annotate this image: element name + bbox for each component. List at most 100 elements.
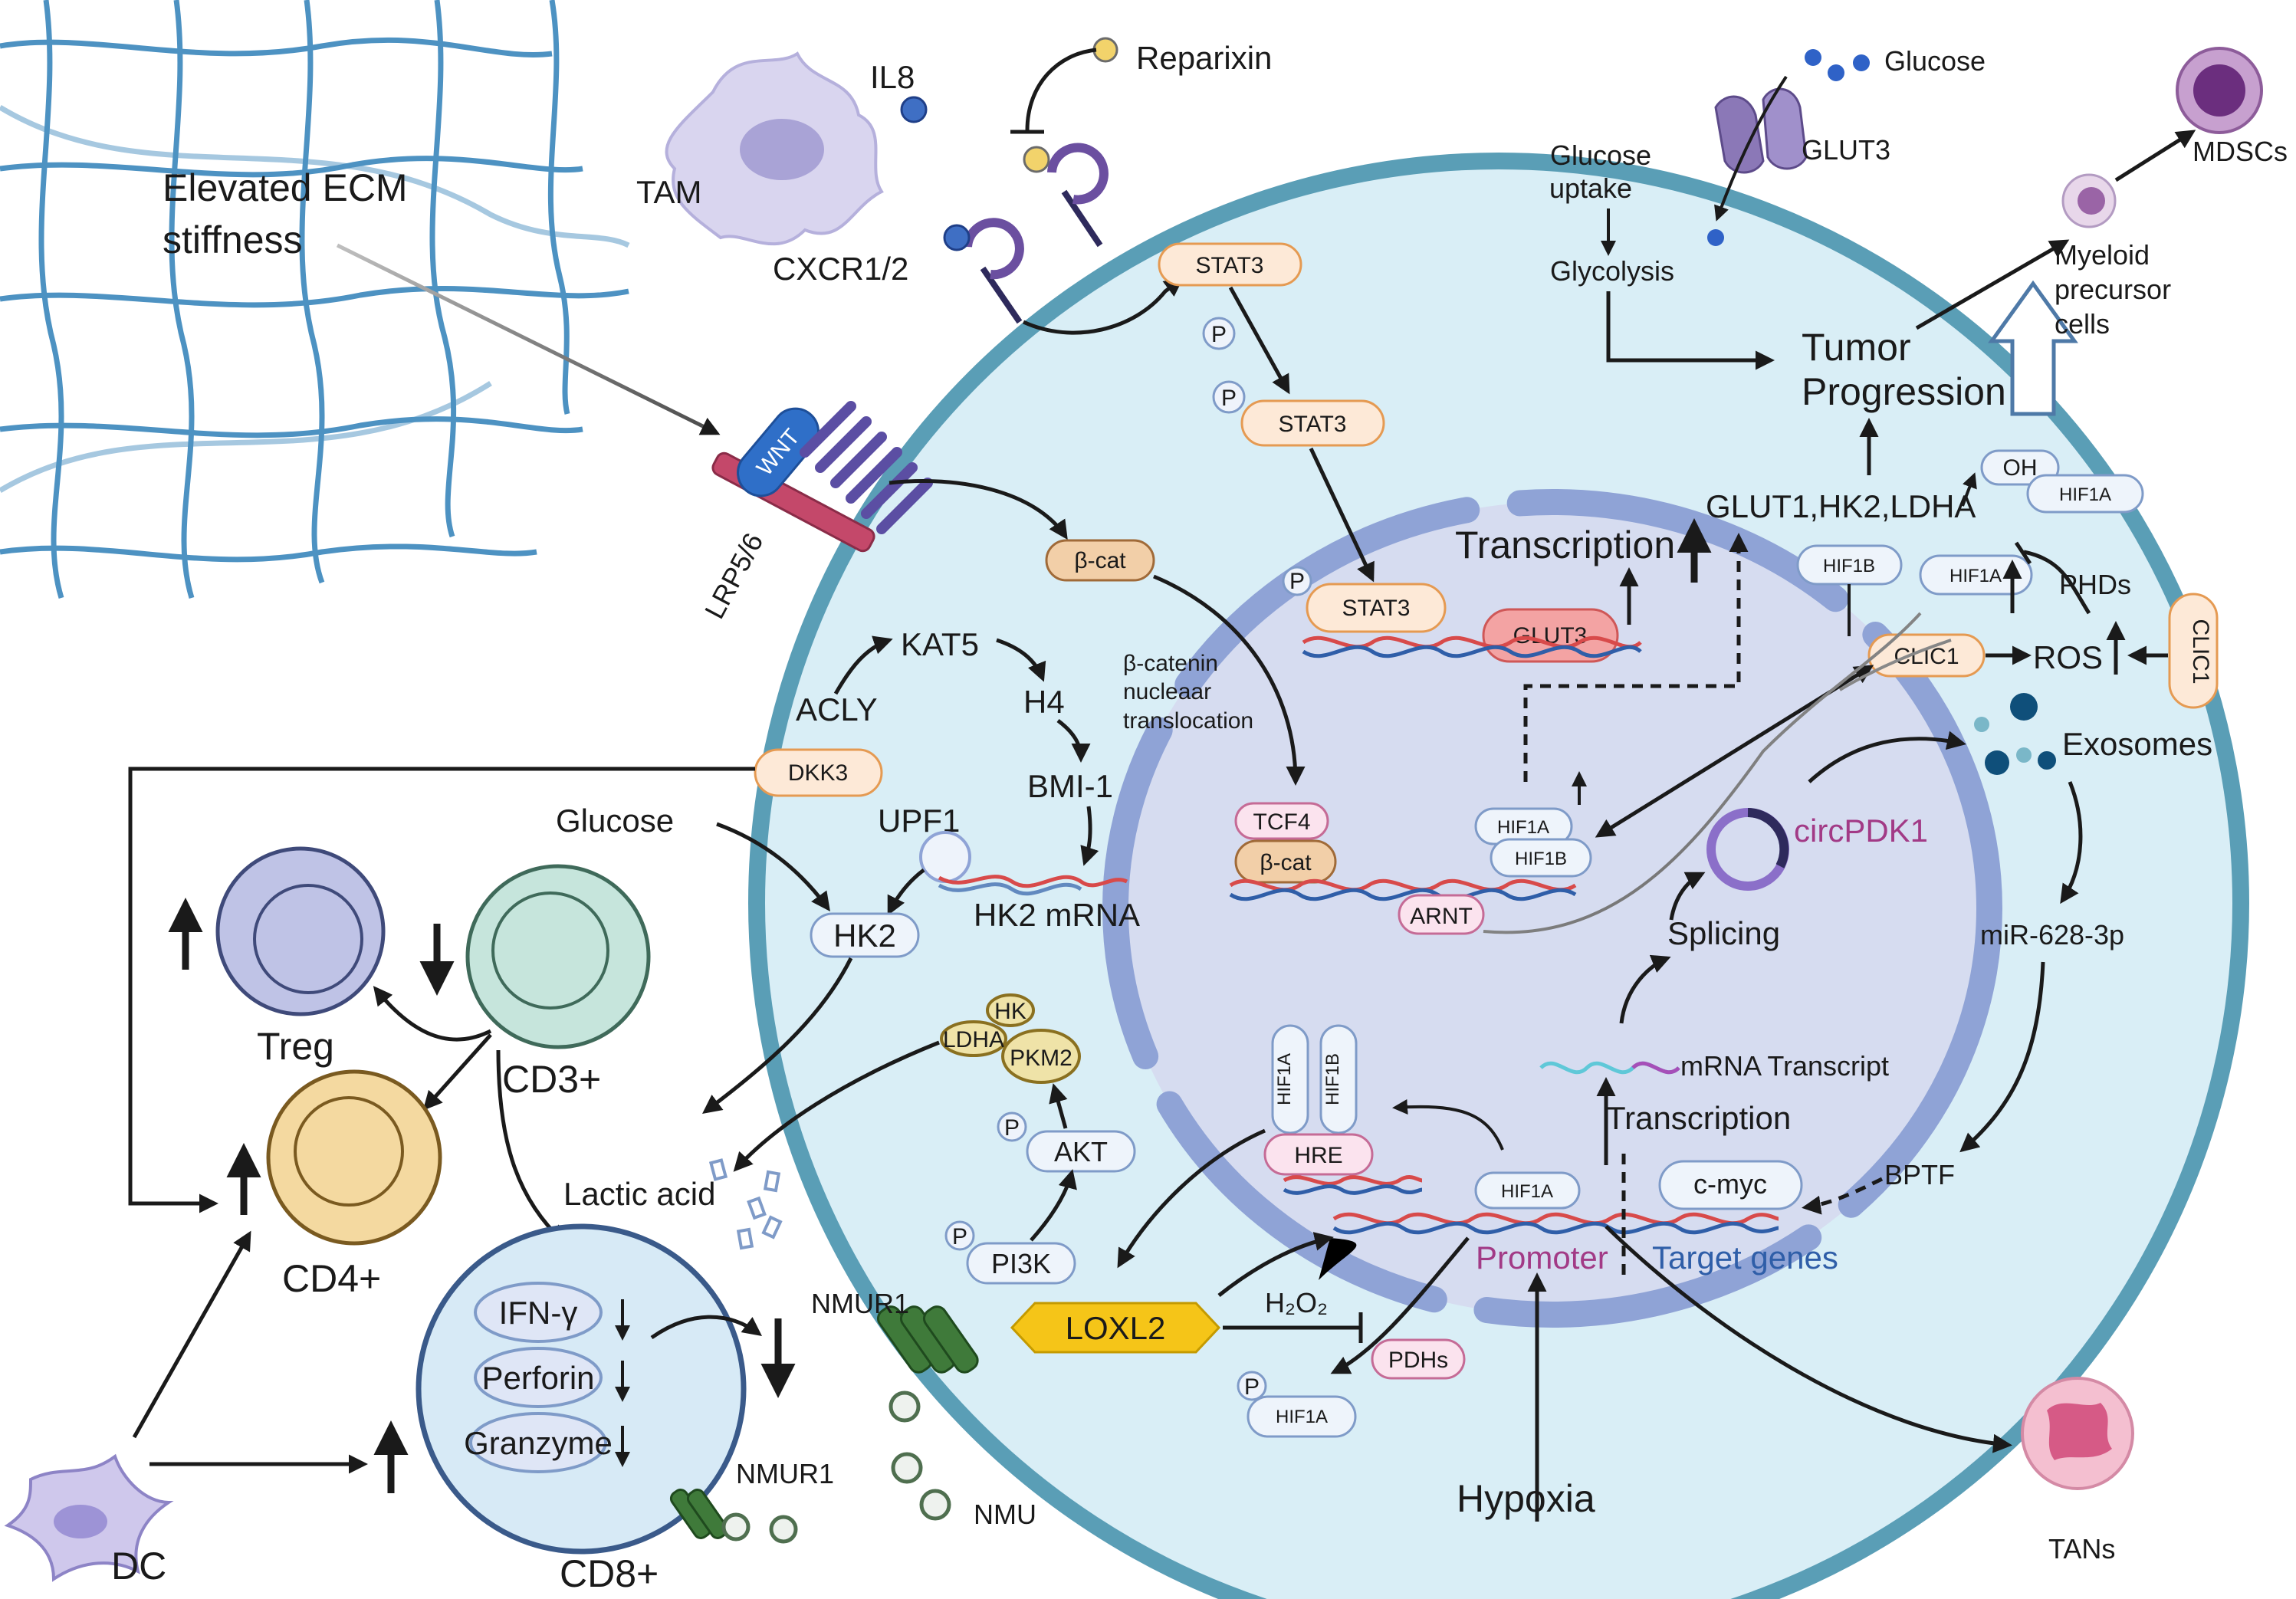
perforin-label: Perforin [481, 1360, 594, 1396]
hk2-label: HK2 [833, 918, 896, 954]
bcat-translocation-line3: translocation [1123, 708, 1253, 734]
glucose-molecule [1853, 54, 1870, 71]
cd3-to-cd8-arrow [496, 1049, 567, 1245]
exosomes-label: Exosomes [2062, 726, 2212, 762]
exosome [2016, 747, 2032, 763]
pkm2-label: PKM2 [1010, 1046, 1072, 1071]
clic1-pill [1867, 633, 1986, 678]
target-genes-label: Target genes [1652, 1239, 1838, 1276]
arnt-hif1b-link [1483, 612, 1922, 934]
kat5-to-h4-arrow [996, 638, 1046, 682]
dkk3-label: DKK3 [788, 760, 848, 786]
exosome [1985, 750, 2009, 775]
dkk3-pill [754, 748, 883, 797]
akt-to-pkm2-arrow [1049, 1083, 1068, 1129]
cd3-cell [465, 864, 651, 1049]
mrna-transcript-label: mRNA Transcript [1680, 1050, 1889, 1082]
clic1-membrane-pill [2168, 593, 2219, 709]
bcat-label: β-cat [1074, 548, 1126, 573]
cxcr-to-stat3-arrow [1022, 277, 1184, 335]
stat3-label-a: STAT3 [1196, 253, 1264, 278]
bcat-translocation-line1: β-catenin [1123, 651, 1218, 676]
transcription-bottom-label: Transcription [1606, 1100, 1791, 1136]
acly-to-kat5-arrow [833, 635, 893, 695]
cd3-to-cd4-arrow [422, 1033, 492, 1111]
splicing-label: Splicing [1667, 915, 1780, 951]
upf1-to-hk2-arrow [887, 868, 925, 916]
circpdk1-label: circPDK1 [1794, 813, 1928, 849]
mdsc-cell [2176, 47, 2263, 134]
pdhs-label: PDHs [1388, 1348, 1448, 1373]
wnt-to-bcat-arrow [889, 479, 1068, 540]
tcf4-pill [1234, 802, 1329, 840]
phds-inhibition [2023, 550, 2091, 615]
myeloid-precursor-cell [2061, 173, 2117, 228]
ecm-mesh [0, 0, 630, 599]
transcription-top-label: Transcription [1455, 524, 1675, 566]
lrp-label: LRP5/6 [698, 527, 770, 623]
h4-to-bmi1-arrow [1056, 719, 1091, 763]
phospho-chip [944, 1220, 975, 1251]
hif1a-label: HIF1A [1497, 817, 1549, 838]
reparixin-label: Reparixin [1136, 40, 1272, 76]
phospho-label: P [1289, 569, 1305, 594]
hre-pill [1263, 1133, 1374, 1176]
exosome [1974, 717, 1989, 732]
tumor-progression-line1: Tumor [1802, 326, 1911, 369]
hydroxylation-arrow [1961, 472, 1977, 507]
mrna-to-splicing-arrow [1619, 954, 1671, 1024]
reparixin-molecule [1092, 37, 1118, 63]
cxcr-receptor-upper [1023, 143, 1109, 248]
nmu-molecule [769, 1515, 798, 1544]
cd4-cell [266, 1069, 442, 1246]
glucose-molecule [1707, 229, 1724, 246]
loxl2-hexagon [1010, 1302, 1221, 1354]
dna-strand-hre [1283, 1175, 1423, 1195]
hif1b-label: HIF1B [1823, 556, 1875, 576]
dna-strand-bottom [1332, 1212, 1779, 1235]
phospho-label: P [952, 1224, 967, 1249]
hre-to-loxl2-arrow [1117, 1128, 1266, 1269]
dc-label: DC [111, 1545, 166, 1588]
nmur1-receptor-top [876, 1305, 979, 1374]
bptf-to-cmyc-arrow [1802, 1177, 1884, 1215]
glut3-membrane-label: GLUT3 [1802, 134, 1890, 166]
dna-to-tans-arrow [1605, 1225, 2012, 1453]
hif1a-label: HIF1A [2059, 484, 2111, 505]
hk2-mrna-label: HK2 mRNA [974, 897, 1140, 933]
bcat-translocation-arrow [1153, 574, 1306, 786]
ecm-label-line2: stiffness [163, 218, 303, 261]
phospho-label: P [1004, 1115, 1020, 1141]
h2o2-label: H₂O₂ [1265, 1287, 1328, 1318]
ldha-label: LDHA [943, 1027, 1004, 1052]
tumor-to-myeloid-arrow [1915, 239, 2070, 330]
cmyc-pill [1658, 1160, 1803, 1210]
hypoxia-label: Hypoxia [1457, 1477, 1595, 1520]
glucose-molecule [1828, 64, 1844, 81]
upf1-protein [919, 831, 971, 883]
pi3k-label: PI3K [991, 1248, 1051, 1279]
exosome [2010, 693, 2038, 721]
arnt-pill [1398, 894, 1485, 935]
tam-cell [665, 51, 884, 246]
phospho-chip [1202, 317, 1236, 350]
splicing-to-circ-arrow [1669, 872, 1706, 921]
hif1a-pill-phospho [1247, 1395, 1357, 1438]
arnt-label: ARNT [1410, 904, 1473, 929]
ifn-gamma-oval [474, 1282, 603, 1343]
hk-enzyme [986, 993, 1035, 1027]
hif1a-label: HIF1A [1949, 566, 2002, 586]
ros-label: ROS [2033, 639, 2103, 675]
phospho-label: P [1211, 322, 1227, 347]
stat3-label-b: STAT3 [1279, 412, 1347, 437]
lactic-acid-label: Lactic acid [563, 1176, 715, 1212]
enzymes-to-lactate-arrow [733, 1040, 940, 1172]
pdhs-pill [1371, 1338, 1466, 1380]
cmyc-label: c-myc [1693, 1168, 1767, 1200]
acly-label: ACLY [796, 691, 878, 727]
dna-strand-top [1302, 635, 1642, 658]
hk-label: HK [994, 999, 1026, 1024]
hif1b-pill-nuclear [1490, 838, 1592, 878]
glycolysis-to-tumor-arrow [1606, 291, 1775, 370]
akt-label: AKT [1054, 1136, 1108, 1167]
